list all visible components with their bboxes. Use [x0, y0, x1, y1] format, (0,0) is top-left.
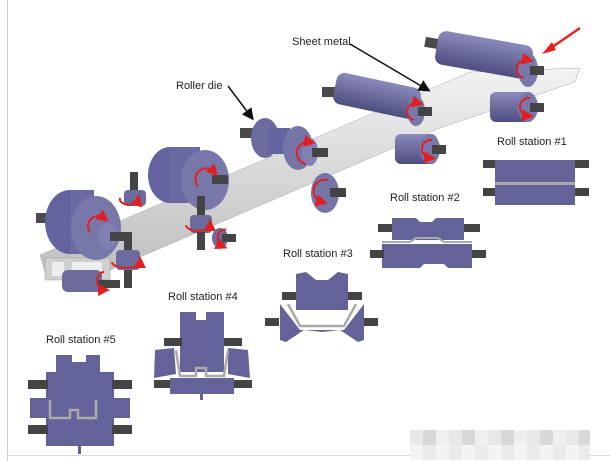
roll-station-2-label: Roll station #2: [390, 192, 460, 204]
station-5-upper-roller: [36, 190, 126, 260]
station-3-lower-roller: [311, 173, 346, 213]
station-2-upper-roller: [322, 72, 432, 126]
station-4-upper-roller: [148, 147, 229, 210]
frame-border-bottom: [7, 455, 610, 456]
sheet-metal-leader: [349, 43, 431, 92]
station-4-side-rollers: [118, 172, 236, 250]
station-5-side-rollers: [62, 232, 146, 296]
station-1-lower-roller: [490, 92, 544, 122]
feed-direction-arrow: [542, 26, 581, 54]
roller-die-label: Roller die: [176, 80, 223, 92]
roll-station-1-label: Roll station #1: [497, 136, 567, 148]
station-1-upper-roller: [424, 31, 544, 87]
roll-station-4-label: Roll station #4: [168, 291, 238, 303]
roller-die-leader: [227, 85, 254, 121]
station-2-cross-section: [370, 218, 486, 268]
watermark-blur: [410, 430, 590, 460]
station-1-cross-section: [483, 160, 589, 205]
sheet-metal-label: Sheet metal: [292, 36, 351, 48]
station-3-upper-roller: [240, 118, 328, 170]
station-4-cross-section: [154, 312, 252, 400]
station-5-cross-section: [28, 355, 132, 454]
roll-station-3-label: Roll station #3: [283, 248, 353, 260]
station-2-lower-roller: [395, 134, 446, 164]
frame-border-left: [7, 0, 8, 461]
roll-station-5-label: Roll station #5: [46, 334, 116, 346]
station-3-cross-section: [265, 272, 378, 342]
